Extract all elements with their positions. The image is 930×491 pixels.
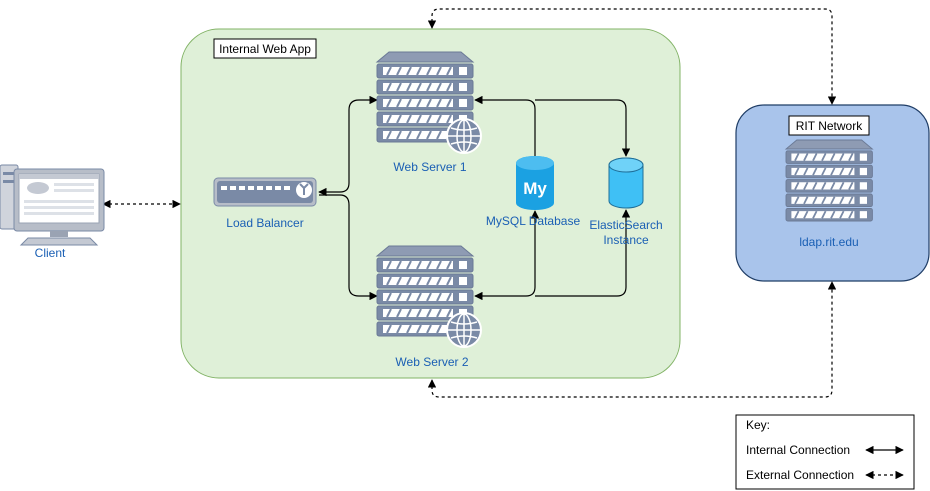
external-connections	[102, 8, 837, 398]
web-server-icon	[376, 245, 482, 348]
rit-network-title: RIT Network	[796, 119, 863, 133]
rit-network-title-box	[788, 115, 870, 136]
internal-web-app-title-box	[213, 38, 317, 59]
web-server-1-label: Web Server 1	[393, 160, 466, 174]
elasticsearch-label-line2: Instance	[603, 233, 649, 247]
mysql-database-icon: My	[516, 156, 554, 210]
mysql-icon-text: My	[523, 179, 547, 198]
database-cylinder-icon	[608, 157, 644, 209]
key-internal-label: Internal Connection	[746, 443, 850, 457]
rit-network-group: RIT Network	[735, 104, 930, 282]
web-server-2-node[interactable]: Web Server 2	[376, 245, 482, 369]
desktop-computer-icon	[0, 164, 105, 246]
key-external-label: External Connection	[746, 468, 854, 482]
edge-app-rit-top	[427, 8, 837, 105]
elasticsearch-label-line1: ElasticSearch	[589, 218, 662, 232]
ldap-node[interactable]: ldap.rit.edu	[785, 139, 874, 249]
internal-web-app-title: Internal Web App	[219, 42, 311, 56]
web-server-2-label: Web Server 2	[395, 355, 468, 369]
mysql-node[interactable]: My MySQL Database	[486, 156, 581, 228]
ldap-label: ldap.rit.edu	[799, 235, 858, 249]
load-balancer-node[interactable]: Load Balancer	[213, 177, 317, 230]
edge-app-rit-bottom	[427, 281, 837, 398]
mysql-label: MySQL Database	[486, 214, 581, 228]
web-server-icon	[376, 51, 482, 154]
edge-lb-ws1	[318, 95, 378, 197]
key-legend: Key: Internal Connection External Connec…	[735, 414, 915, 490]
web-server-1-node[interactable]: Web Server 1	[376, 51, 482, 174]
load-balancer-label: Load Balancer	[226, 216, 303, 230]
load-balancer-icon	[213, 177, 317, 207]
client-node[interactable]: Client	[0, 164, 105, 260]
client-label: Client	[35, 246, 66, 260]
server-icon	[785, 139, 874, 222]
elasticsearch-node[interactable]: ElasticSearch Instance	[589, 157, 663, 247]
key-title: Key:	[746, 418, 770, 432]
edge-lb-ws2	[319, 194, 378, 301]
